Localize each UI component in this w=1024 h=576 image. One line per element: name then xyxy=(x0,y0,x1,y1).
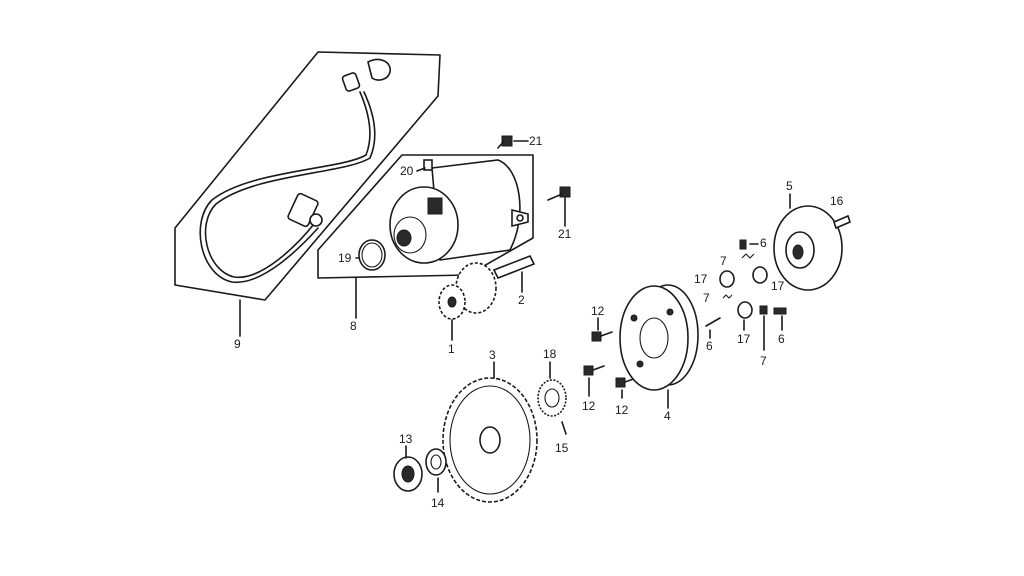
part-label-21b: 21 xyxy=(558,227,572,241)
terminal-boot xyxy=(367,58,391,81)
part-label-5: 5 xyxy=(786,179,793,193)
part-label-7b: 7 xyxy=(703,291,710,305)
o-ring-19 xyxy=(358,239,386,271)
gear-shaft xyxy=(492,254,536,280)
part-label-21a: 21 xyxy=(529,134,543,148)
starter-cable xyxy=(199,91,371,283)
clutch-drum-face xyxy=(619,285,689,391)
spring-7c xyxy=(759,305,768,315)
bearing-bore xyxy=(544,388,560,408)
bolt-head-12c xyxy=(615,377,626,388)
motor-flange xyxy=(393,216,427,254)
part-label-2: 2 xyxy=(518,293,525,307)
spring-7b xyxy=(722,294,733,299)
bolt-head-21a xyxy=(501,135,513,147)
clutch-plate-5: 5 xyxy=(773,179,843,291)
nut-hole xyxy=(401,465,415,483)
roller-17c xyxy=(737,301,753,319)
part-label-18: 18 xyxy=(543,347,557,361)
part-label-12a: 12 xyxy=(591,304,605,318)
part-label-14: 14 xyxy=(431,496,445,510)
driven-gear-rim xyxy=(449,385,531,495)
pinion-hub xyxy=(447,296,457,308)
part-label-1: 1 xyxy=(448,342,455,356)
clutch-bolt-hole-2 xyxy=(636,360,644,368)
washer-hole xyxy=(430,454,442,470)
roller-17a xyxy=(719,270,735,288)
motor-terminal-block xyxy=(427,197,443,215)
bolt-shank-12b xyxy=(592,365,605,371)
plunger-6a xyxy=(739,239,747,250)
motor-end-cap xyxy=(389,186,459,264)
bolt-shank-12a xyxy=(600,331,613,337)
washer-14: 14 xyxy=(425,448,447,510)
o-ring-19-inner xyxy=(361,242,383,268)
part-label-19: 19 xyxy=(338,251,352,265)
bolt-21-top: 21 xyxy=(497,134,543,149)
leader-20 xyxy=(416,167,426,172)
starter-motor-assembly-8: 19 20 8 xyxy=(317,154,534,333)
clutch-plate-hole xyxy=(792,244,804,260)
bolt-12c: 12 xyxy=(615,377,637,417)
bolt-21-right: 21 xyxy=(547,186,572,241)
part-label-15: 15 xyxy=(555,441,569,455)
motor-shaft xyxy=(396,229,412,247)
part-label-13: 13 xyxy=(399,432,413,446)
part-label-17a: 17 xyxy=(694,272,708,286)
woodruff-key xyxy=(833,214,851,230)
terminal-post xyxy=(423,159,433,171)
driven-gear-bore xyxy=(479,426,501,454)
part-15: 15 xyxy=(555,421,569,455)
clutch-bolt-hole-3 xyxy=(666,308,674,316)
pinion-gear-1: 1 xyxy=(438,262,497,356)
part-label-3: 3 xyxy=(489,348,496,362)
key-16: 16 xyxy=(830,194,851,230)
terminal-ring xyxy=(309,213,323,227)
clutch-center xyxy=(639,317,669,359)
part-label-17c: 17 xyxy=(737,332,751,346)
part-label-9: 9 xyxy=(234,337,241,351)
bolt-head-12b xyxy=(583,365,594,376)
starter-cable-inner xyxy=(204,91,376,278)
bolt-head-12a xyxy=(591,331,602,342)
part-label-6b: 6 xyxy=(706,339,713,353)
cable-terminal-top xyxy=(341,72,361,92)
driven-gear-3: 3 xyxy=(442,348,538,503)
needle-bearing xyxy=(537,379,567,417)
roller-set: 17 17 17 7 7 7 6 6 6 xyxy=(694,236,787,368)
bolt-shank-21b xyxy=(547,193,563,201)
clutch-outer-4: 4 xyxy=(619,284,699,423)
roller-17b xyxy=(752,266,768,284)
clutch-bolt-hole-1 xyxy=(630,314,638,322)
part-label-12b: 12 xyxy=(582,399,596,413)
bolt-12b: 12 xyxy=(582,365,605,413)
shaft-2: 2 xyxy=(492,254,536,307)
part-label-6a: 6 xyxy=(760,236,767,250)
part-label-20: 20 xyxy=(400,164,414,178)
mount-hole xyxy=(516,214,524,222)
bearing-18: 18 xyxy=(537,347,567,417)
part-label-17b: 17 xyxy=(771,279,785,293)
nut-13: 13 xyxy=(393,432,423,492)
plunger-6b xyxy=(705,317,721,327)
group-outline-9 xyxy=(174,51,441,301)
part-label-8: 8 xyxy=(350,319,357,333)
bolt-12a: 12 xyxy=(591,304,613,342)
plunger-6c xyxy=(773,307,787,315)
spring-7a xyxy=(741,253,755,259)
part-label-6c: 6 xyxy=(778,332,785,346)
cable-assembly-9: 9 xyxy=(174,51,441,351)
bolt-shank-21a xyxy=(497,140,505,149)
pin-15 xyxy=(561,421,567,435)
part-label-12c: 12 xyxy=(615,403,629,417)
part-label-4: 4 xyxy=(664,409,671,423)
part-label-7a: 7 xyxy=(720,254,727,268)
bolt-head-21b xyxy=(559,186,571,198)
part-label-7c: 7 xyxy=(760,354,767,368)
washer xyxy=(425,448,447,476)
part-label-16: 16 xyxy=(830,194,844,208)
